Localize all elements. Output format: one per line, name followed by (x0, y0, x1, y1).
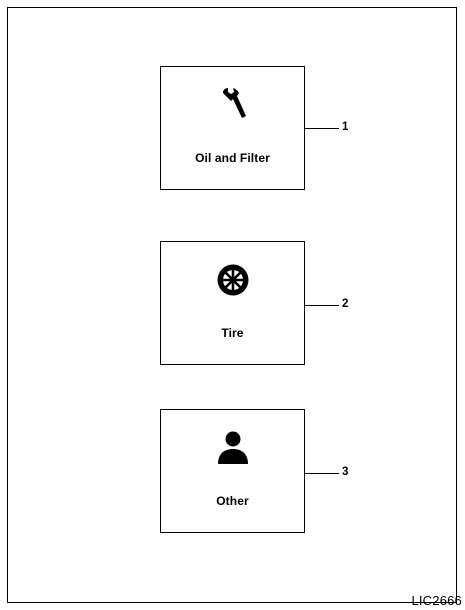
leader-line (305, 128, 339, 129)
wrench-icon (215, 85, 251, 125)
leader-line (305, 305, 339, 306)
item-label: Oil and Filter (195, 151, 270, 165)
item-label: Tire (221, 326, 244, 340)
tire-icon (215, 260, 251, 300)
callout-number: 2 (342, 298, 349, 310)
figure-code: LIC2666 (411, 593, 462, 608)
callout-number: 3 (342, 466, 349, 478)
menu-item-tire[interactable]: Tire (160, 241, 305, 365)
item-label: Other (216, 494, 249, 508)
menu-item-oil-and-filter[interactable]: Oil and Filter (160, 66, 305, 190)
person-icon (215, 428, 251, 468)
leader-line (305, 473, 339, 474)
callout-number: 1 (342, 121, 349, 133)
menu-item-other[interactable]: Other (160, 409, 305, 533)
